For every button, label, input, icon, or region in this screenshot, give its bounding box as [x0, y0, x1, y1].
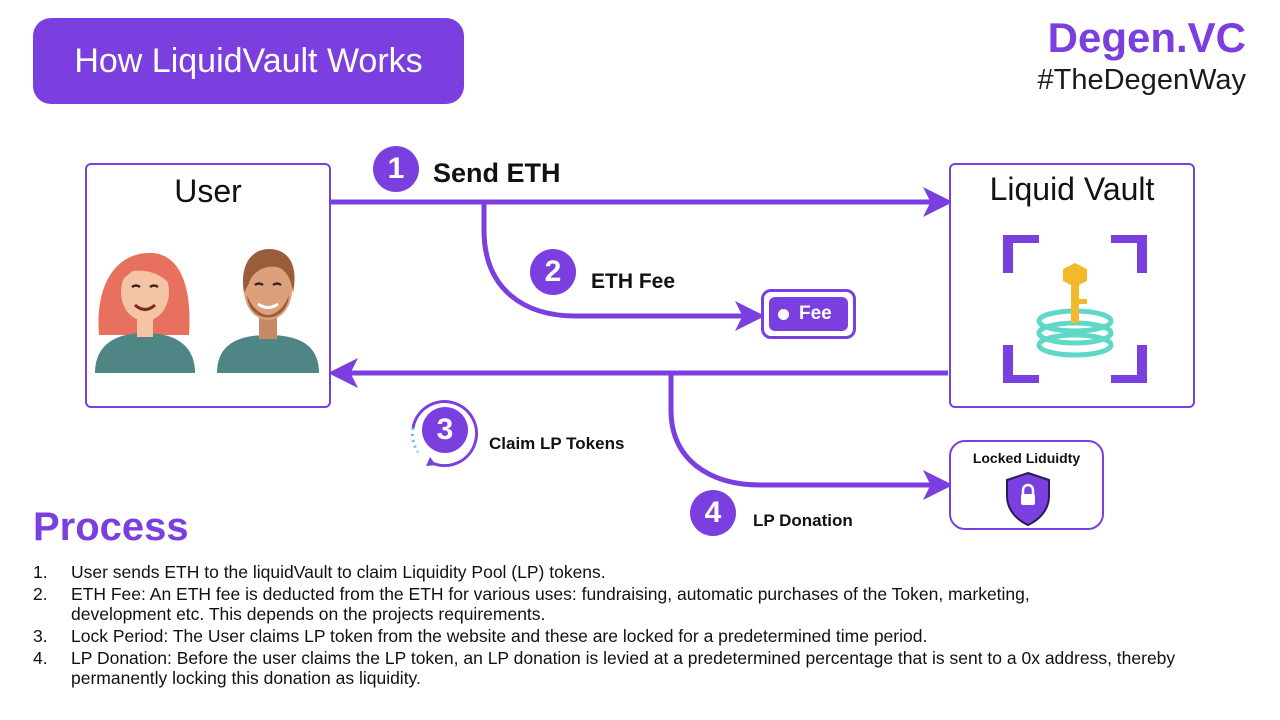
fee-tag-hole-icon: [778, 308, 789, 320]
process-item-number: 2.: [33, 584, 48, 604]
process-item-text: Lock Period: The User claims LP token fr…: [71, 626, 928, 646]
liquid-vault-box-title: Liquid Vault: [989, 171, 1155, 207]
process-item-text: LP Donation: Before the user claims the …: [71, 648, 1176, 688]
locked-liquidity-label: Locked Liduidty: [972, 450, 1081, 466]
step-3-label: Claim LP Tokens: [489, 434, 625, 453]
process-item-number: 4.: [33, 648, 48, 668]
users-illustration: [95, 249, 319, 373]
shield-lock-icon: [1006, 471, 1050, 527]
fee-tag-inner: Fee: [769, 297, 848, 331]
brand-name: Degen.VC: [1047, 14, 1246, 61]
step-1-label: Send ETH: [433, 158, 561, 188]
liquid-vault-box: Liquid Vault: [949, 163, 1195, 408]
process-item-number: 1.: [33, 562, 48, 582]
page-title: How LiquidVault Works: [74, 41, 423, 80]
lp-donation-arrow: [668, 373, 953, 500]
user-box: User: [85, 163, 331, 408]
step-4-badge: 4: [690, 490, 736, 536]
process-item: 2. ETH Fee: An ETH fee is deducted from …: [33, 584, 1253, 624]
process-list: 1. User sends ETH to the liquidVault to …: [33, 562, 1253, 690]
key-icon: [1063, 263, 1087, 323]
locked-liquidity-box: Locked Liduidty: [949, 440, 1104, 530]
step-2-badge: 2: [530, 249, 576, 295]
process-item: 1. User sends ETH to the liquidVault to …: [33, 562, 1253, 582]
claim-cycle-arc: [411, 400, 478, 468]
process-heading: Process: [33, 505, 189, 549]
step-2-label: ETH Fee: [591, 270, 676, 293]
process-item-text: ETH Fee: An ETH fee is deducted from the…: [71, 584, 1030, 624]
process-item: 4. LP Donation: Before the user claims t…: [33, 648, 1253, 688]
process-item-number: 3.: [33, 626, 48, 646]
step-1-badge: 1: [373, 146, 419, 192]
process-item-text: User sends ETH to the liquidVault to cla…: [71, 562, 606, 582]
fee-tag-label: Fee: [799, 303, 832, 324]
vault-frame-icon: [1003, 235, 1147, 383]
brand-hashtag: #TheDegenWay: [1037, 64, 1246, 96]
eth-fee-arrow: [481, 202, 765, 331]
step-3-badge: 3: [422, 407, 468, 453]
user-box-title: User: [174, 173, 242, 209]
title-banner: How LiquidVault Works: [33, 18, 464, 104]
step-4-label: LP Donation: [753, 511, 853, 530]
vault-illustration: [1003, 235, 1147, 383]
process-item: 3. Lock Period: The User claims LP token…: [33, 626, 1253, 646]
fee-tag: Fee: [761, 289, 856, 339]
man-avatar-icon: [217, 249, 319, 373]
brand-block: Degen.VC #TheDegenWay: [1038, 14, 1246, 98]
woman-avatar-icon: [95, 252, 195, 373]
